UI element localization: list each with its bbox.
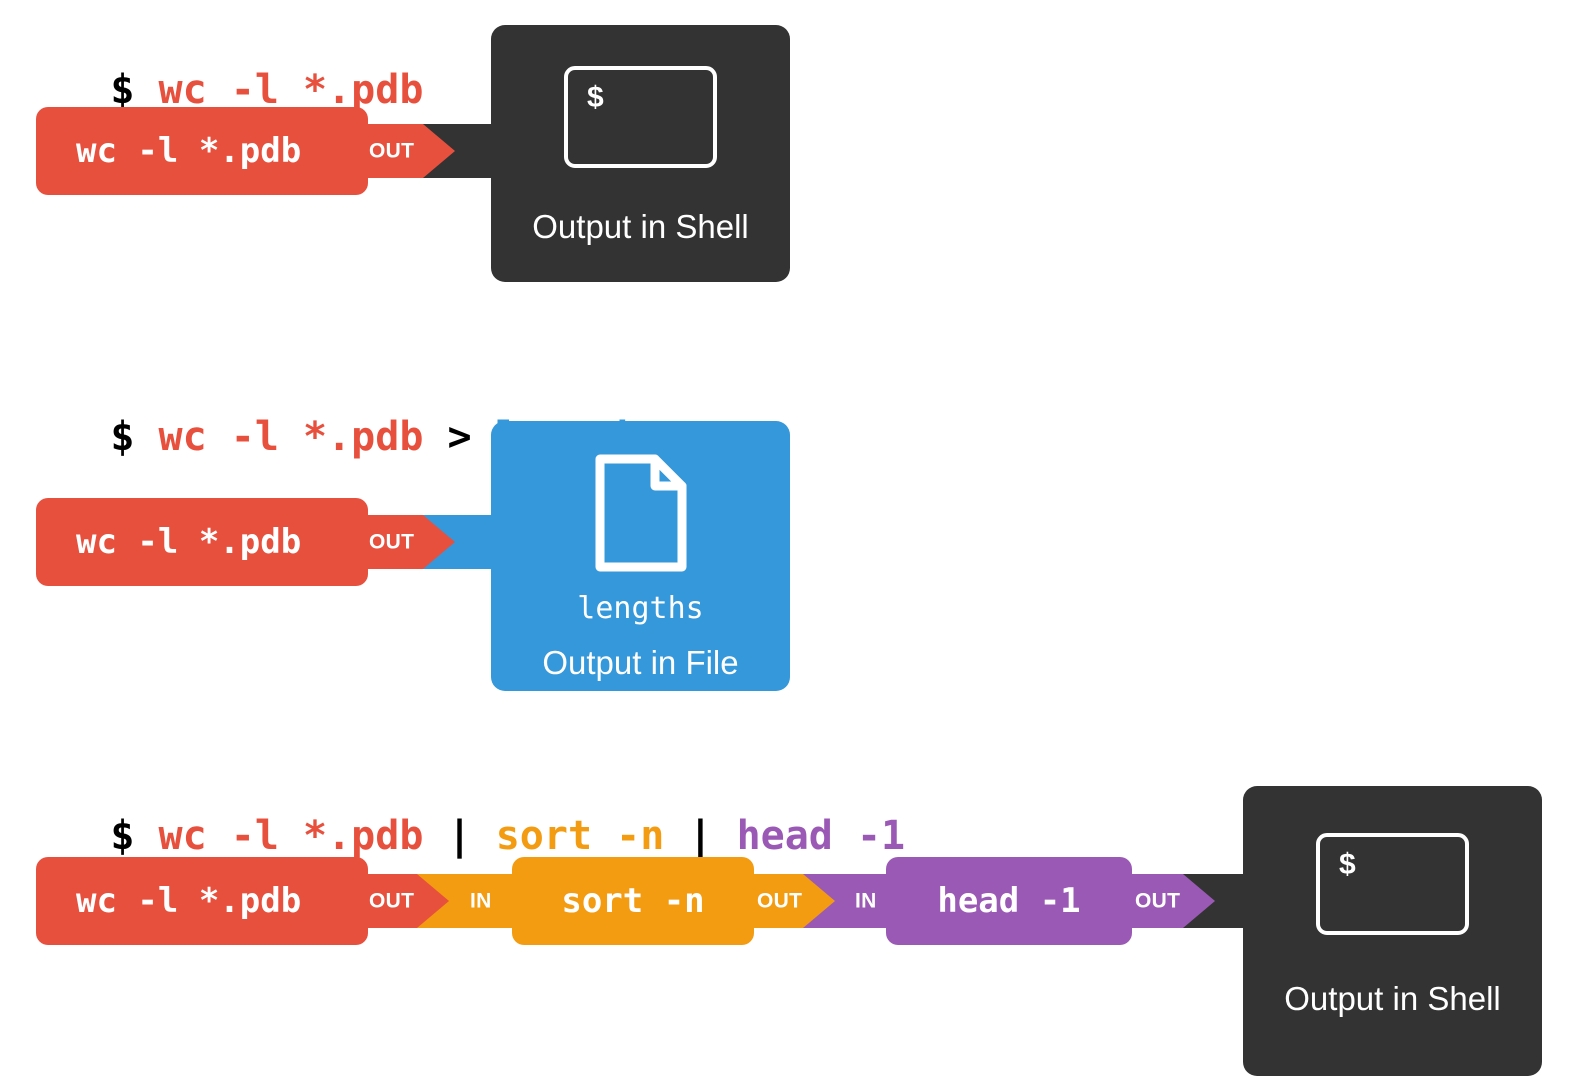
terminal-icon: $ xyxy=(564,66,717,168)
space-token xyxy=(134,813,158,859)
terminal-prompt-glyph: $ xyxy=(1339,848,1356,881)
stage-out-arrow-wc xyxy=(423,124,455,178)
port-out-wc: OUT xyxy=(369,139,415,163)
stage-out-arrow-sort xyxy=(803,874,835,928)
stage-out-stub-wc xyxy=(368,124,423,178)
stage-box-wc[interactable]: wc -l *.pdb xyxy=(36,857,368,945)
command-token-wc: wc -l *.pdb xyxy=(158,67,424,113)
stage-box-head[interactable]: head -1 xyxy=(886,857,1132,945)
file-icon xyxy=(595,454,686,572)
pipe-token: | xyxy=(447,813,472,859)
stage-out-stub-wc xyxy=(368,515,423,569)
port-in-head: IN xyxy=(855,889,877,913)
port-out-wc: OUT xyxy=(369,530,415,554)
space-token xyxy=(712,813,736,859)
output-panel-shell[interactable]: $ Output in Shell xyxy=(491,25,790,282)
stage-label-wc: wc -l *.pdb xyxy=(76,131,302,171)
output-caption-file: Output in File xyxy=(542,644,739,681)
stage-label-head: head -1 xyxy=(937,881,1081,921)
space-token xyxy=(423,414,447,460)
stage-box-wc[interactable]: wc -l *.pdb xyxy=(36,107,368,195)
output-caption-shell: Output in Shell xyxy=(1284,980,1501,1017)
prompt-token: $ xyxy=(110,414,135,460)
port-in-sort: IN xyxy=(470,889,492,913)
redirect-token: > xyxy=(447,414,472,460)
output-caption-shell: Output in Shell xyxy=(532,208,749,245)
stage-out-arrow-wc xyxy=(417,874,449,928)
stage-out-stub-head xyxy=(1132,874,1183,928)
terminal-prompt-glyph: $ xyxy=(587,81,604,114)
stage-label-sort: sort -n xyxy=(561,881,705,921)
output-panel-shell[interactable]: $ Output in Shell xyxy=(1243,786,1542,1076)
terminal-icon: $ xyxy=(1316,833,1469,935)
prompt-token: $ xyxy=(110,813,135,859)
stage-out-arrow-wc xyxy=(423,515,455,569)
stage-label-wc: wc -l *.pdb xyxy=(76,522,302,562)
space-token xyxy=(472,813,496,859)
stage-box-wc[interactable]: wc -l *.pdb xyxy=(36,498,368,586)
command-line-pipe: $ wc -l *.pdb | sort -n | head -1 xyxy=(14,776,905,896)
stage-box-sort[interactable]: sort -n xyxy=(512,857,754,945)
command-token-wc: wc -l *.pdb xyxy=(158,813,424,859)
stage-label-wc: wc -l *.pdb xyxy=(76,881,302,921)
output-panel-file[interactable]: lengths Output in File xyxy=(491,421,790,691)
command-token-head: head -1 xyxy=(736,813,906,859)
port-out-sort: OUT xyxy=(757,889,803,913)
stage-out-stub-wc xyxy=(368,874,417,928)
command-line-shell: $ wc -l *.pdb xyxy=(14,30,423,150)
stage-out-arrow-head xyxy=(1183,874,1215,928)
prompt-token: $ xyxy=(110,67,135,113)
space-token xyxy=(423,813,447,859)
pipe-token: | xyxy=(688,813,713,859)
row-file: $ wc -l *.pdb > lengths wc -l *.pdb OUT … xyxy=(0,350,1586,700)
file-name-label: lengths xyxy=(577,591,704,626)
space-token xyxy=(664,813,688,859)
row-pipe: $ wc -l *.pdb | sort -n | head -1 wc -l … xyxy=(0,750,1586,1076)
stage-out-stub-sort xyxy=(754,874,803,928)
command-token-wc: wc -l *.pdb xyxy=(158,414,424,460)
port-out-head: OUT xyxy=(1135,889,1181,913)
space-token xyxy=(134,414,158,460)
port-out-wc: OUT xyxy=(369,889,415,913)
command-token-sort: sort -n xyxy=(495,813,665,859)
row-shell: $ wc -l *.pdb wc -l *.pdb OUT $ Output i… xyxy=(0,0,1586,300)
